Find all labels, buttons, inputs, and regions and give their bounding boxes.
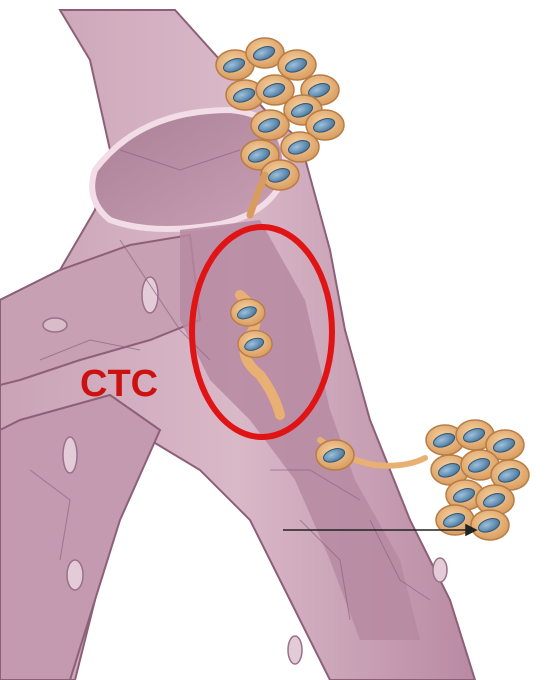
tumor-cluster-lower	[426, 420, 529, 540]
ctc-label: CTC	[80, 363, 158, 405]
vessel-branch-lower-left	[0, 395, 160, 680]
